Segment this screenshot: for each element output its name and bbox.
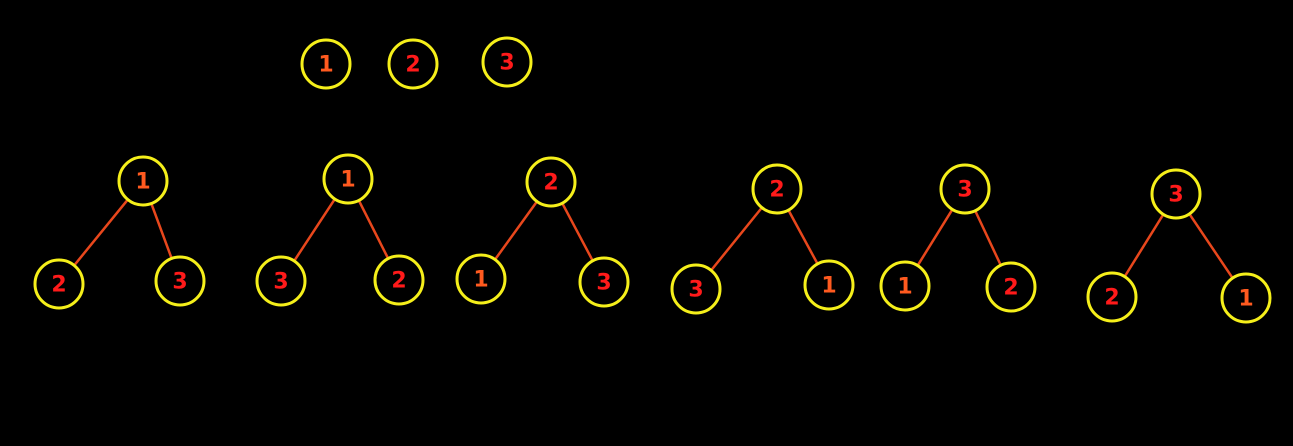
- node-label: 1: [897, 275, 912, 300]
- node-label: 3: [688, 278, 703, 303]
- node-circle: [578, 256, 630, 308]
- tree-3: 2 1 3: [455, 156, 630, 308]
- tree-edge-right: [787, 208, 819, 266]
- node-circle: [879, 260, 931, 312]
- tree-edge-left: [493, 200, 539, 261]
- node-circle: [985, 261, 1037, 313]
- node-circle: [387, 38, 439, 90]
- tree-right-child-node: 1: [803, 259, 855, 311]
- tree-left-child-node: 3: [670, 263, 722, 315]
- tree-edge-left: [709, 206, 764, 272]
- node-label: 3: [596, 271, 611, 296]
- node-label: 1: [821, 274, 836, 299]
- tree-edge-right: [560, 201, 595, 263]
- node-circle: [1086, 271, 1138, 323]
- node-label: 1: [1238, 287, 1253, 312]
- tree-root-node: 3: [1150, 168, 1202, 220]
- node-circle: [300, 38, 352, 90]
- node-circle: [1220, 272, 1272, 324]
- node-circle: [33, 258, 85, 310]
- top-node-2: 2: [387, 38, 439, 90]
- node-label: 2: [1104, 286, 1119, 311]
- tree-4: 2 3 1: [670, 163, 855, 315]
- node-circle: [481, 36, 533, 88]
- tree-2: 1 3 2: [255, 153, 425, 307]
- tree-root-node: 1: [117, 155, 169, 207]
- tree-right-child-node: 3: [578, 256, 630, 308]
- tree-root-node: 1: [322, 153, 374, 205]
- tree-left-child-node: 1: [879, 260, 931, 312]
- node-circle: [803, 259, 855, 311]
- top-row-nodes: 1 2 3: [300, 36, 533, 90]
- node-circle: [117, 155, 169, 207]
- node-circle: [255, 255, 307, 307]
- tree-1: 1 2 3: [33, 155, 206, 310]
- node-circle: [455, 253, 507, 305]
- tree-edge-right: [1188, 212, 1234, 280]
- tree-right-child-node: 2: [373, 254, 425, 306]
- tree-edge-left: [292, 197, 337, 263]
- tree-left-child-node: 3: [255, 255, 307, 307]
- tree-root-node: 2: [525, 156, 577, 208]
- tree-edge-right: [357, 199, 390, 260]
- tree-root-node: 2: [751, 163, 803, 215]
- node-label: 2: [1003, 276, 1018, 301]
- node-label: 2: [51, 273, 66, 298]
- tree-right-child-node: 1: [1220, 272, 1272, 324]
- node-circle: [939, 163, 991, 215]
- node-label: 3: [1168, 183, 1183, 208]
- tree-edge-left: [916, 208, 954, 267]
- node-label: 1: [135, 170, 150, 195]
- tree-left-child-node: 1: [455, 253, 507, 305]
- node-label: 2: [405, 53, 420, 78]
- node-label: 2: [543, 171, 558, 196]
- node-label: 2: [769, 178, 784, 203]
- node-circle: [373, 254, 425, 306]
- tree-right-child-node: 3: [154, 255, 206, 307]
- top-node-3: 3: [481, 36, 533, 88]
- tree-right-child-node: 2: [985, 261, 1037, 313]
- node-label: 1: [340, 168, 355, 193]
- node-circle: [751, 163, 803, 215]
- node-label: 1: [318, 53, 333, 78]
- node-label: 3: [499, 51, 514, 76]
- tree-5: 3 1 2: [879, 163, 1037, 313]
- tree-edge-right: [973, 209, 1003, 267]
- node-label: 3: [172, 270, 187, 295]
- node-label: 2: [391, 269, 406, 294]
- tree-edge-left: [72, 198, 130, 267]
- tree-left-child-node: 2: [33, 258, 85, 310]
- node-circle: [322, 153, 374, 205]
- node-label: 1: [473, 268, 488, 293]
- tree-6: 3 2 1: [1086, 168, 1272, 324]
- tree-group: 1 2 3 1 3 2 2 1 3 2 3 1 3 1 2 3 2 1: [33, 153, 1272, 324]
- node-circle: [670, 263, 722, 315]
- node-circle: [525, 156, 577, 208]
- top-node-1: 1: [300, 38, 352, 90]
- tree-root-node: 3: [939, 163, 991, 215]
- node-label: 3: [957, 178, 972, 203]
- node-circle: [1150, 168, 1202, 220]
- node-circle: [154, 255, 206, 307]
- node-label: 3: [273, 270, 288, 295]
- tree-edge-left: [1123, 213, 1165, 278]
- tree-edge-right: [150, 202, 173, 260]
- tree-left-child-node: 2: [1086, 271, 1138, 323]
